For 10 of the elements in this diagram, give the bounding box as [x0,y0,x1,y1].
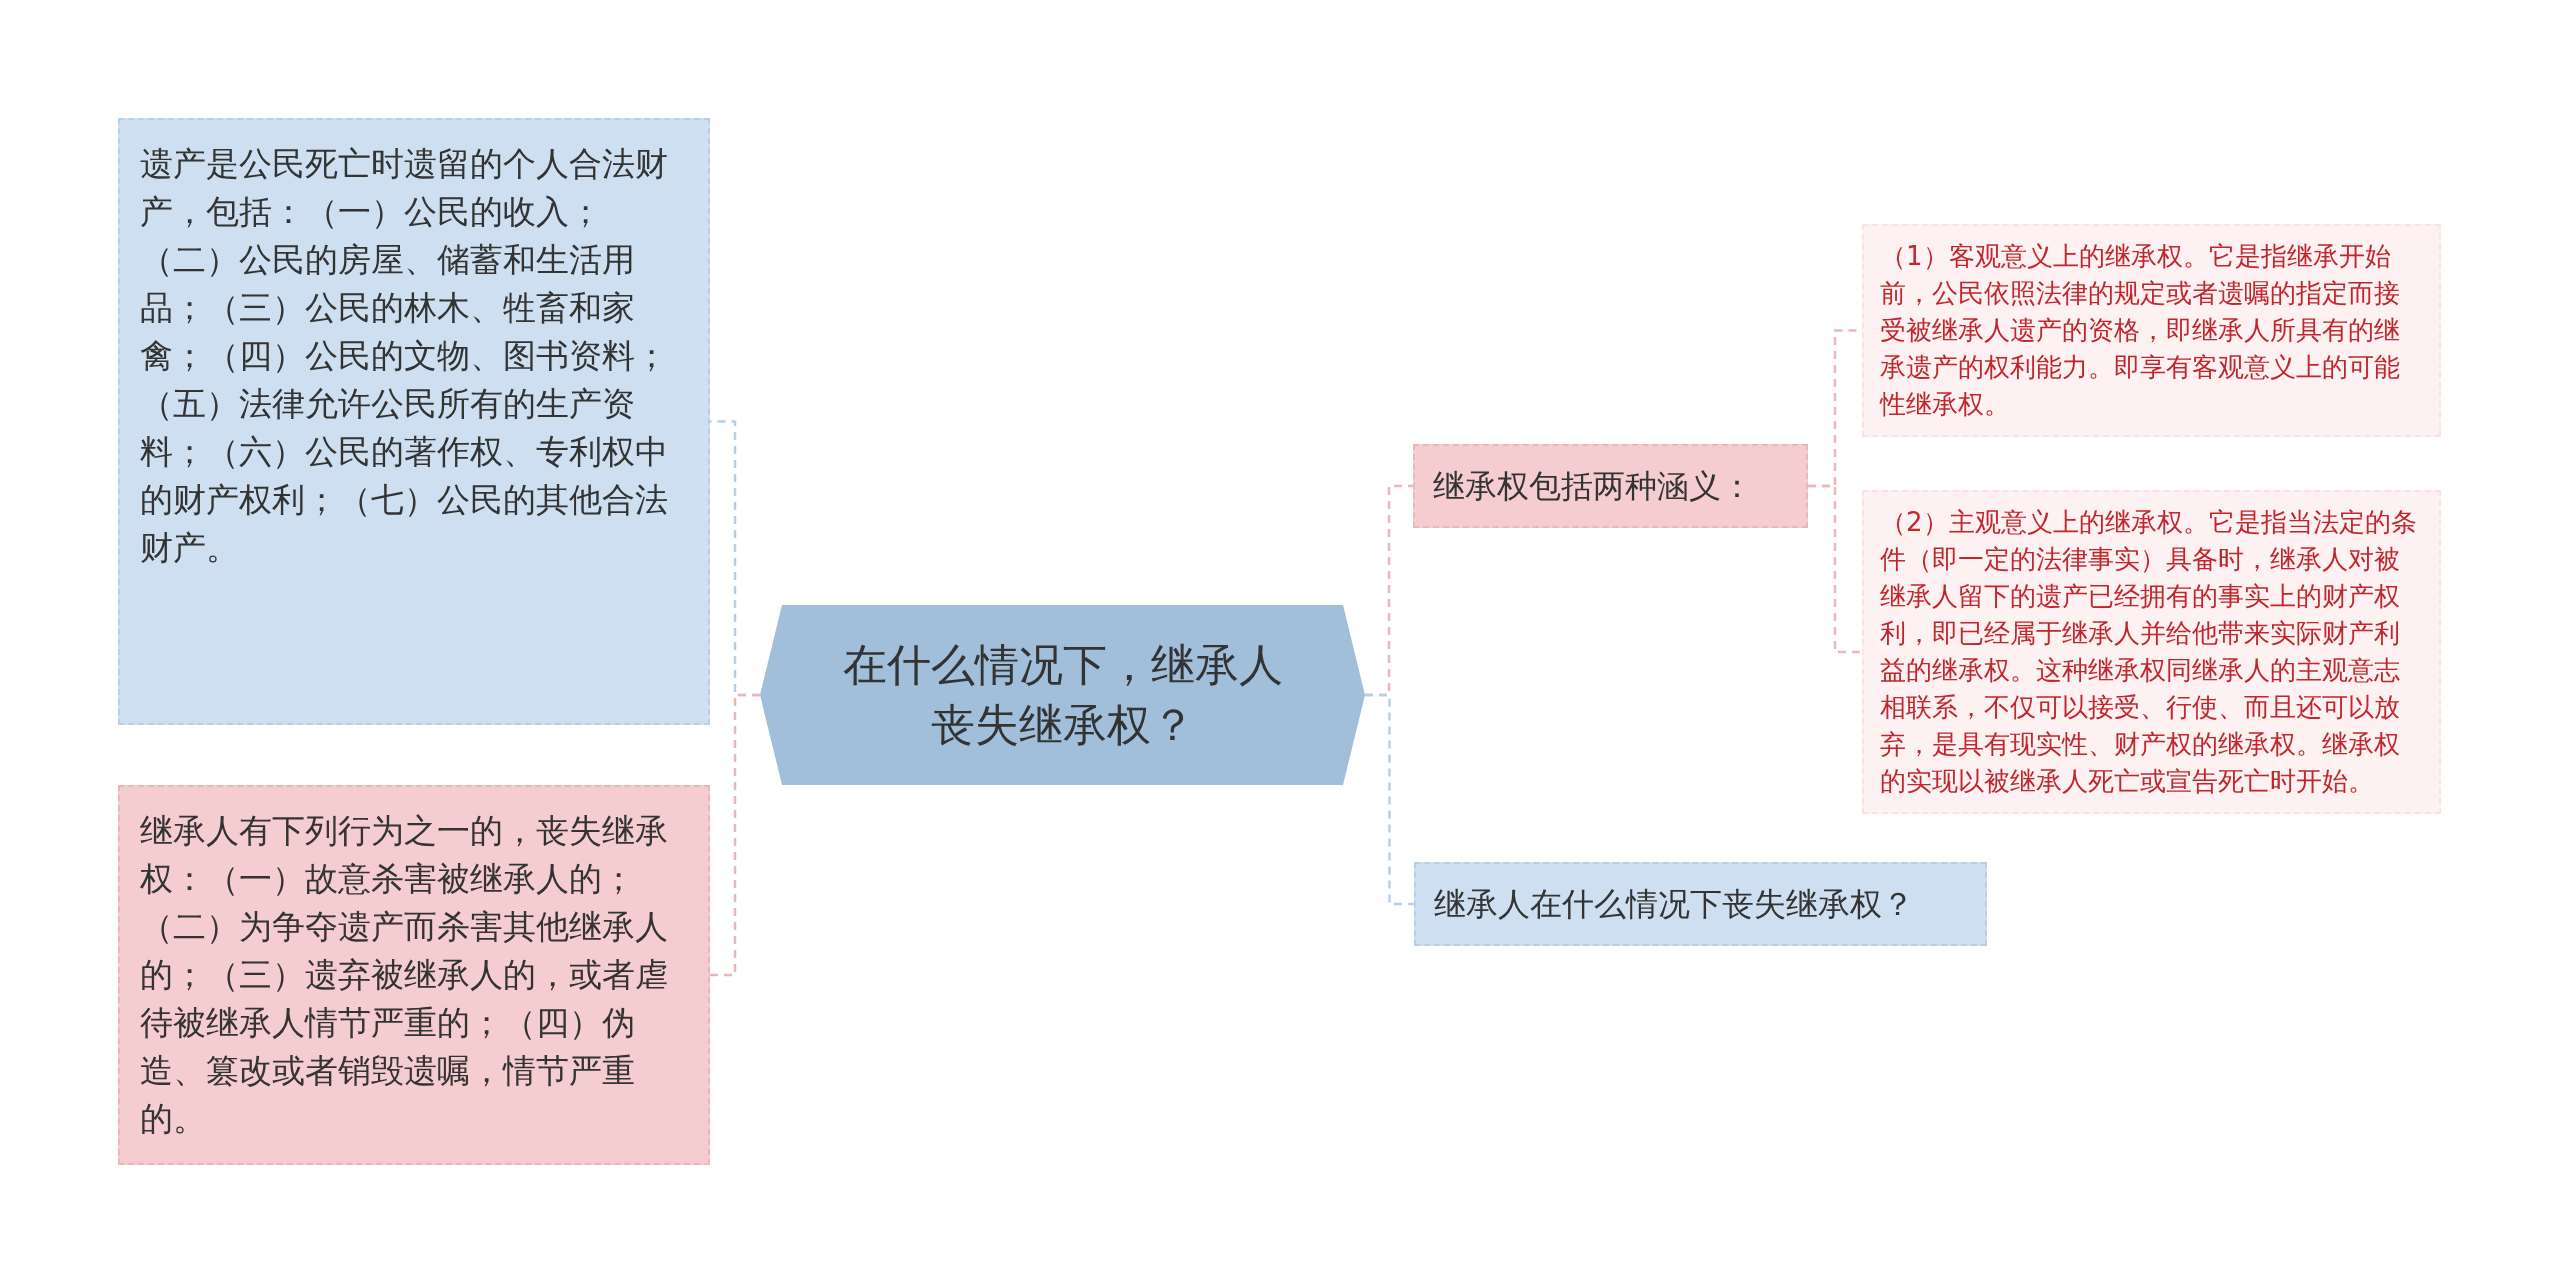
detail-box: （2）主观意义上的继承权。它是指当法定的条件（即一定的法律事实）具备时，继承人对被继承人留下的遗产已经拥有的事实上的财产权利，即已经属于继承人并给他带来实际财产利益的继承权。这种继承权同继承人的主观意志相联系，不仅可以接受、行使、而且还可以放弃，是具有现实性、财产权的继承权。继承权的实现以被继承人死亡或宣告死亡时开始。 [1862,490,2441,814]
connector-line [710,693,760,977]
connector-line [1365,693,1414,906]
topic-hexagon: 在什么情况下，继承人丧失继承权？ [760,605,1365,785]
note-box: 继承人有下列行为之一的，丧失继承权：（一）故意杀害被继承人的；（二）为争夺遗产而杀害其他继承人的；（三）遗弃被继承人的，或者虐待被继承人情节严重的；（四）伪造、篡改或者销毁遗嘱，情节严重的。 [118,785,710,1165]
branch-box: 继承人在什么情况下丧失继承权？ [1414,862,1987,946]
branch-box: 继承权包括两种涵义： [1413,444,1808,528]
detail-box: （1）客观意义上的继承权。它是指继承开始前，公民依照法律的规定或者遗嘱的指定而接受被继承人遗产的资格，即继承人所具有的继承遗产的权利能力。即享有客观意义上的可能性继承权。 [1862,224,2441,437]
note-box: 遗产是公民死亡时遗留的个人合法财产，包括：（一）公民的收入；（二）公民的房屋、储蓄和生活用品；（三）公民的林木、牲畜和家禽；（四）公民的文物、图书资料；（五）法律允许公民所有的生产资料；（六）公民的著作权、专利权中的财产权利；（七）公民的其他合法财产。 [118,118,710,725]
connector-line [1808,484,1862,654]
